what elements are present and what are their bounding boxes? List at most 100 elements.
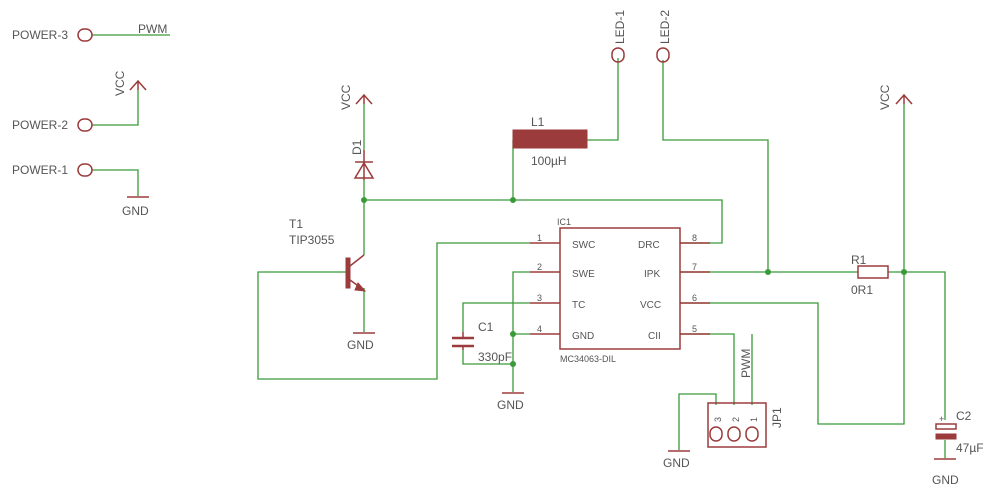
vcc-label-power2: VCC: [113, 70, 127, 96]
ic1-pin-num: 4: [537, 324, 542, 334]
wires: [92, 34, 946, 458]
led1-pad-icon: [611, 47, 625, 63]
vcc-symbols: [129, 79, 913, 105]
capacitor-negative-plate-icon: [935, 433, 957, 440]
ic1-pin-num: 1: [537, 233, 542, 243]
junction-dot: [901, 269, 907, 275]
transistor-arrow-icon: [354, 282, 367, 292]
transistor-collector-lead: [349, 254, 365, 267]
jp1-pin-num: 3: [713, 417, 723, 422]
ic1-pin-label: CII: [648, 331, 661, 342]
ic1-right-pins: [680, 242, 710, 335]
header-pin-icon: [727, 426, 741, 442]
jp1-pin-num: 1: [749, 417, 759, 422]
power1-pad-icon: [77, 163, 93, 177]
wire-led2-ipk: [662, 60, 769, 272]
ic1-pin-label: VCC: [640, 300, 661, 311]
capacitor-c2: [935, 423, 957, 440]
junction-dot: [510, 197, 516, 203]
power3-pad-icon: [77, 28, 93, 42]
diode-triangle-icon: [353, 161, 375, 179]
ic1-name: IC1: [557, 217, 571, 227]
capacitor-plates-icon: [452, 336, 474, 348]
r1-value: 0R1: [851, 283, 873, 297]
t1-name: T1: [289, 217, 303, 231]
wire-swe-gnd: [512, 271, 530, 364]
c2-polarity: +: [939, 414, 944, 424]
wire-t1b-swc: [257, 242, 530, 380]
ic1-left-pins: [530, 242, 560, 335]
wire-l1-led1: [587, 58, 619, 141]
r1-name: R1: [851, 253, 867, 267]
ic1-pin-label: SWE: [572, 269, 595, 280]
vcc-label-r1: VCC: [878, 84, 892, 110]
c2-name: C2: [956, 409, 972, 423]
jp1-pin-num: 2: [731, 417, 741, 422]
inductor-l1: [512, 129, 588, 149]
gnd-label-c2: GND: [932, 473, 959, 487]
resistor-body-icon: [857, 265, 889, 279]
wire-power2-vcc: [92, 90, 139, 126]
ic1-value: MC34063-DIL: [560, 354, 616, 364]
ic1-pin-label: SWC: [572, 240, 595, 251]
ic1-pin-label: IPK: [644, 269, 660, 280]
junctions: [361, 197, 907, 367]
l1-value: 100µH: [531, 154, 567, 168]
ic1-pin-label: TC: [572, 300, 585, 311]
connector-pads: [77, 28, 670, 177]
ic1-chip: [530, 227, 710, 350]
c2-value: 47µF: [956, 441, 984, 455]
led2-pad-icon: [656, 47, 670, 63]
power2-pad-icon: [77, 118, 93, 132]
l1-name: L1: [531, 115, 545, 129]
junction-dot: [765, 269, 771, 275]
pwm-net-label: PWM: [138, 22, 167, 36]
transistor-t1: [345, 254, 367, 292]
vcc-arrow-icon: [355, 93, 373, 105]
vcc-arrow-icon: [129, 79, 147, 91]
ic1-pin-num: 7: [692, 262, 697, 272]
t1-value: TIP3055: [289, 233, 335, 247]
junction-dot: [510, 331, 516, 337]
led2-label: LED-2: [658, 10, 672, 44]
wire-vcc-icvcc: [680, 104, 905, 425]
junction-dot: [361, 197, 367, 203]
vcc-arrow-icon: [895, 93, 913, 105]
ic1-pin-label: DRC: [638, 240, 660, 251]
header-body: [707, 402, 767, 448]
c1-name: C1: [478, 320, 494, 334]
resistor-r1: [857, 265, 889, 279]
capacitor-c1: [452, 332, 474, 350]
junction-dot: [510, 361, 516, 367]
led1-label: LED-1: [613, 10, 627, 44]
gnd-label-ic1: GND: [497, 398, 524, 412]
header-pin-icon: [745, 426, 759, 442]
ic1-pin-num: 6: [692, 293, 697, 303]
ic1-pin-num: 5: [692, 324, 697, 334]
d1-name: D1: [350, 139, 364, 155]
power3-label: POWER-3: [12, 28, 68, 42]
c1-value: 330pF: [478, 350, 512, 364]
diode-d1: [353, 150, 375, 180]
ic1-pin-num: 8: [692, 233, 697, 243]
wire-c1-gnd: [462, 350, 513, 365]
capacitor-positive-plate-icon: [935, 423, 957, 430]
gnd-label-power1: GND: [122, 204, 149, 218]
wire-power1-gnd: [92, 169, 139, 196]
inductor-body-icon: [512, 129, 588, 149]
jp1-name: JP1: [770, 407, 784, 428]
vcc-label-d1: VCC: [339, 84, 353, 110]
gnd-symbols: [127, 196, 956, 460]
wire-jp1-gnd: [678, 393, 717, 450]
gnd-label-t1: GND: [347, 338, 374, 352]
gnd-label-jp1: GND: [663, 456, 690, 470]
power1-label: POWER-1: [12, 163, 68, 177]
transistor-base-bar-icon: [345, 257, 351, 289]
ic1-pin-label: GND: [572, 331, 594, 342]
pwm-net-label-jp1: PWM: [739, 349, 753, 378]
header-jp1: [707, 402, 767, 448]
ic1-pin-num: 3: [537, 293, 542, 303]
wire-tc-c1: [462, 302, 530, 332]
